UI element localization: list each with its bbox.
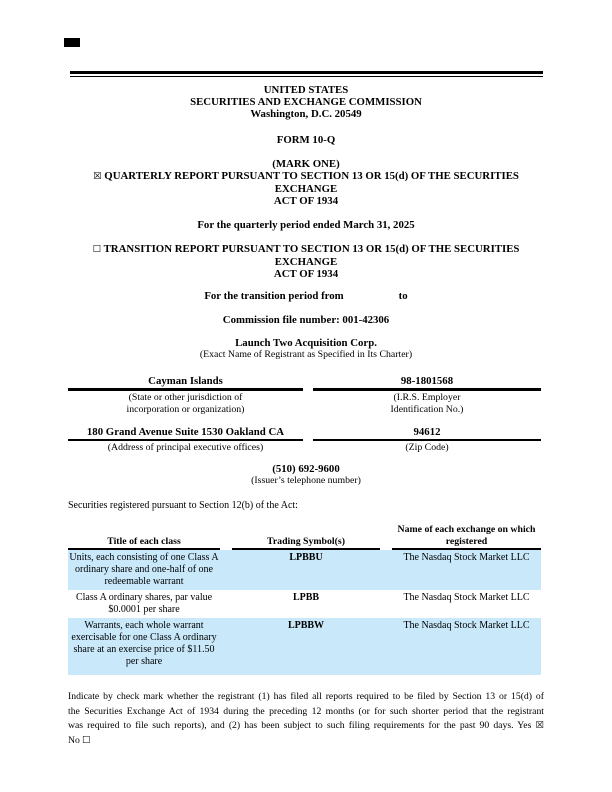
quarterly-period-line: For the quarterly period ended March 31,… (197, 219, 415, 232)
transition-period-suffix: to (398, 290, 408, 303)
table-row: Units, each consisting of one Class A or… (68, 550, 541, 591)
zip-value: 94612 (413, 425, 441, 438)
irs-cell: 98-1801568 (I.R.S. Employer Identificati… (313, 375, 541, 416)
check-mark-paragraph: Indicate by check mark whether the regis… (68, 690, 544, 748)
registrant-name: Launch Two Acquisition Corp. (235, 337, 377, 350)
jurisdiction-rule (68, 388, 303, 391)
table-body: Units, each consisting of one Class A or… (68, 550, 541, 676)
check-paragraph-line-3: was required to file such reports), and … (68, 720, 544, 732)
check-paragraph-line-4: No ☐ (68, 734, 91, 746)
yes-checkbox-checked-icon: ☒ (535, 720, 544, 732)
trading-symbol-cell: LPBBW (287, 620, 325, 632)
quarterly-report-line-1: ☒ QUARTERLY REPORT PURSUANT TO SECTION 1… (93, 170, 519, 196)
zip-rule (313, 438, 541, 442)
registrant-block: Launch Two Acquisition Corp. (Exact Name… (68, 337, 544, 361)
check-paragraph-line-1: Indicate by check mark whether the regis… (68, 691, 544, 703)
phone-value: (510) 692-9600 (272, 463, 340, 476)
jurisdiction-caption: (State or other jurisdiction of incorpor… (126, 391, 245, 415)
transition-checkbox-empty-icon: ☐ (92, 244, 102, 256)
trading-symbol-cell: LPBBU (289, 552, 323, 564)
check-paragraph-line-2: the Securities Exchange Act of 1934 duri… (68, 705, 544, 717)
registrant-caption: (Exact Name of Registrant as Specified i… (199, 349, 413, 361)
securities-registered-line: Securities registered pursuant to Sectio… (68, 500, 298, 512)
exchange-name-cell: The Nasdaq Stock Market LLC (403, 592, 530, 604)
corner-mark (64, 38, 80, 47)
quarterly-checkbox-checked-icon: ☒ (93, 171, 102, 183)
table-row: Warrants, each whole warrant exercisable… (68, 618, 541, 676)
top-double-rule (70, 71, 543, 78)
table-header-cell: Title of each class (68, 536, 220, 551)
irs-rule (313, 388, 541, 391)
security-title-cell: Units, each consisting of one Class A or… (69, 552, 219, 588)
no-checkbox-empty-icon: ☐ (81, 734, 91, 746)
address-zip-row: 180 Grand Avenue Suite 1530 Oakland CA (… (68, 426, 541, 455)
address-cell: 180 Grand Avenue Suite 1530 Oakland CA (… (68, 426, 303, 455)
irs-caption: (I.R.S. Employer Identification No.) (390, 391, 464, 415)
quarterly-report-line-2: ACT OF 1934 (273, 195, 339, 208)
phone-block: (510) 692-9600 (Issuer’s telephone numbe… (68, 463, 544, 487)
transition-period-line: For the transition period from to (68, 290, 544, 302)
security-title-cell: Class A ordinary shares, par value $0.00… (75, 592, 213, 616)
jurisdiction-value: Cayman Islands (148, 375, 223, 388)
form-title: FORM 10-Q (276, 134, 336, 147)
jurisdiction-irs-row: Cayman Islands (State or other jurisdict… (68, 375, 541, 416)
securities-table: Title of each class Trading Symbol(s) Name… (68, 524, 541, 676)
transition-report-block: ☐ TRANSITION REPORT PURSUANT TO SECTION … (68, 243, 544, 280)
mark-one-label: (MARK ONE) (272, 158, 340, 171)
agency-line-2: SECURITIES AND EXCHANGE COMMISSION (190, 96, 422, 109)
zip-cell: 94612 (Zip Code) (313, 426, 541, 455)
transition-report-line-1: ☐ TRANSITION REPORT PURSUANT TO SECTION … (92, 243, 520, 269)
address-rule (68, 438, 303, 442)
table-header-cell: Trading Symbol(s) (232, 536, 380, 551)
exchange-name-cell: The Nasdaq Stock Market LLC (403, 620, 530, 632)
address-caption: (Address of principal executive offices) (107, 442, 264, 454)
security-title-cell: Warrants, each whole warrant exercisable… (71, 620, 217, 668)
irs-value: 98-1801568 (400, 375, 454, 388)
agency-line-3: Washington, D.C. 20549 (250, 108, 362, 121)
trading-symbol-cell: LPBB (292, 592, 320, 604)
address-value: 180 Grand Avenue Suite 1530 Oakland CA (86, 425, 285, 438)
jurisdiction-cell: Cayman Islands (State or other jurisdict… (68, 375, 303, 416)
agency-heading: UNITED STATES SECURITIES AND EXCHANGE CO… (68, 84, 544, 120)
transition-period-prefix: For the transition period from (204, 290, 344, 303)
commission-file-number: Commission file number: 001-42306 (222, 314, 390, 327)
table-row: Class A ordinary shares, par value $0.00… (68, 590, 541, 618)
agency-line-1: UNITED STATES (263, 84, 349, 97)
transition-report-line-2: ACT OF 1934 (273, 268, 339, 281)
zip-caption: (Zip Code) (405, 442, 449, 454)
phone-caption: (Issuer’s telephone number) (251, 475, 361, 487)
table-header-row: Title of each class Trading Symbol(s) Name… (68, 524, 541, 551)
exchange-name-cell: The Nasdaq Stock Market LLC (403, 552, 530, 564)
quarterly-report-block: (MARK ONE) ☒ QUARTERLY REPORT PURSUANT T… (68, 158, 544, 207)
